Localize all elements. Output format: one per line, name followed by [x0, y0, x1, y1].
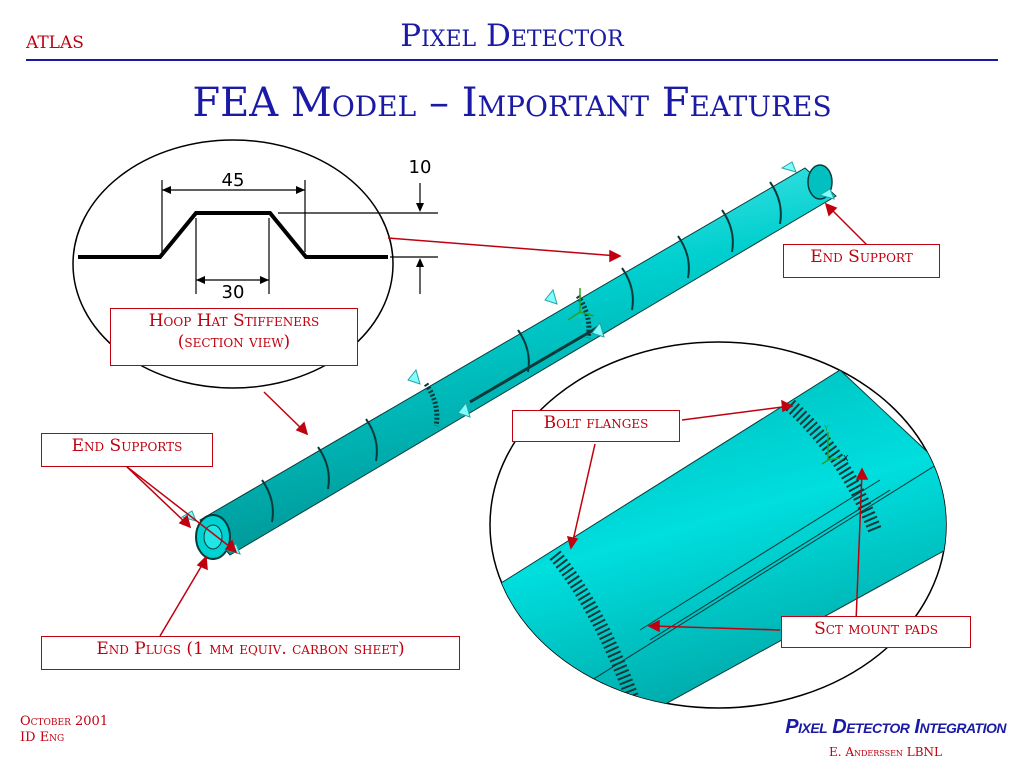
footer-author: E. Anderssen LBNL [828, 745, 942, 759]
dim-45-label: 45 [222, 170, 245, 191]
callout-hoop-hat-line1: Hoop Hat Stiffeners [148, 311, 320, 331]
svg-text:X: X [843, 454, 849, 463]
callout-end-plugs: End Plugs (1 mm equiv. carbon sheet) [41, 636, 460, 670]
atlas-tag: ATLAS [26, 33, 84, 53]
footer-dept: ID Eng [20, 730, 65, 745]
callout-end-support: End Support [783, 244, 940, 278]
header-title: Pixel Detector [400, 18, 624, 54]
callout-hoop-hat-stiffeners: Hoop Hat Stiffeners (section view) [110, 308, 358, 366]
callout-bolt-flanges: Bolt flanges [512, 410, 680, 442]
callout-end-supports: End Supports [41, 433, 213, 467]
footer-date: October 2001 [20, 714, 109, 729]
header-rule [26, 59, 998, 61]
footer-brand: Pixel Detector Integration [785, 716, 1006, 738]
leader-lines [125, 202, 869, 637]
callout-sct-mount-pads: Sct mount pads [781, 616, 971, 648]
zoom-inset: Y X [489, 341, 947, 709]
callout-hoop-hat-line2: (section view) [177, 332, 291, 353]
detector-tube [180, 161, 837, 560]
dim-10-label: 10 [409, 157, 432, 178]
svg-text:Y: Y [823, 424, 829, 433]
dim-30-label: 30 [222, 282, 245, 303]
slide-title: FEA Model – Important Features [192, 80, 832, 126]
